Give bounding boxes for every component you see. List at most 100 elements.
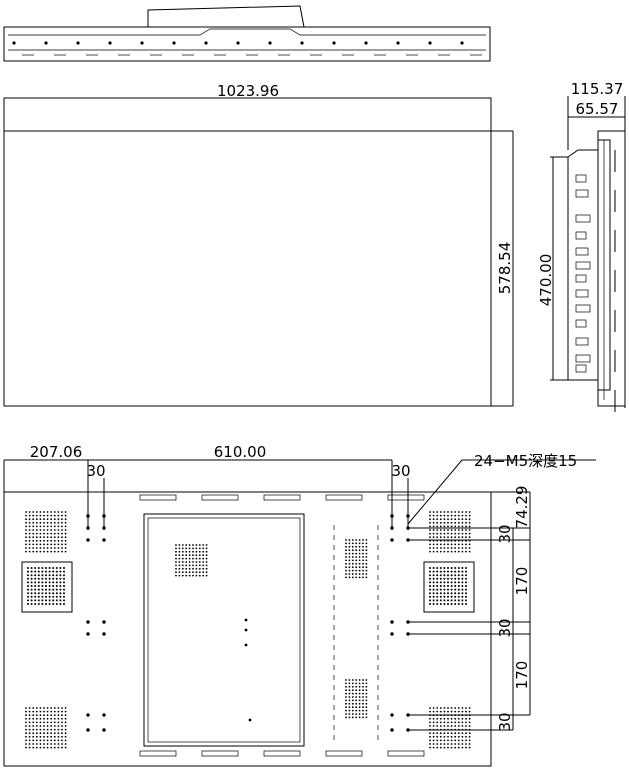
vent-hole bbox=[345, 569, 347, 572]
vent-hole bbox=[439, 735, 442, 738]
vent-hole bbox=[447, 518, 449, 521]
vent-hole bbox=[439, 532, 442, 535]
vent-hole bbox=[447, 599, 449, 602]
vent-hole bbox=[436, 746, 439, 749]
vent-hole bbox=[439, 570, 442, 573]
vent-hole bbox=[432, 529, 435, 531]
vent-hole bbox=[436, 532, 439, 535]
vent-hole bbox=[48, 574, 51, 577]
vent-hole bbox=[61, 728, 63, 731]
vent-hole bbox=[178, 561, 181, 563]
vent-hole bbox=[358, 552, 361, 555]
vent-hole bbox=[447, 529, 449, 531]
vent-hole bbox=[46, 529, 49, 531]
vent-hole bbox=[57, 743, 60, 745]
vent-hole bbox=[53, 514, 56, 517]
panel-screw bbox=[244, 628, 248, 632]
vent-hole bbox=[457, 585, 460, 587]
front-view: 1023.96 578.54 bbox=[3, 82, 514, 407]
vent-hole bbox=[61, 739, 63, 742]
vent-hole bbox=[175, 561, 177, 563]
vent-hole bbox=[181, 547, 184, 550]
front-height-label: 578.54 bbox=[496, 242, 514, 295]
vent-hole bbox=[450, 721, 453, 724]
vent-hole bbox=[439, 707, 442, 709]
vent-hole bbox=[450, 746, 453, 749]
vent-hole bbox=[461, 521, 464, 524]
vent-hole bbox=[39, 725, 42, 727]
vent-hole bbox=[64, 525, 67, 528]
rear-hole-spacing-label: 610.00 bbox=[214, 443, 267, 461]
vent-hole bbox=[465, 514, 467, 517]
vent-hole bbox=[178, 571, 181, 574]
vent-hole bbox=[355, 706, 358, 709]
vent-hole bbox=[439, 547, 442, 549]
vent-hole bbox=[57, 717, 60, 720]
vent-hole bbox=[348, 685, 351, 688]
vent-hole bbox=[57, 547, 60, 549]
vent-hole bbox=[50, 518, 53, 521]
vent-hole bbox=[432, 518, 435, 521]
vent-hole bbox=[362, 692, 364, 695]
panel-screw bbox=[244, 618, 248, 622]
connector-port bbox=[575, 319, 587, 328]
vent-hole bbox=[61, 710, 63, 713]
vent-hole bbox=[46, 521, 49, 524]
vent-hole bbox=[358, 542, 361, 545]
vent-hole bbox=[436, 725, 439, 727]
vent-hole bbox=[429, 525, 431, 528]
vent-hole bbox=[348, 696, 351, 698]
vent-hole bbox=[30, 581, 33, 584]
vent-hole bbox=[465, 588, 467, 591]
vent-hole bbox=[50, 746, 53, 749]
vent-hole bbox=[43, 539, 45, 542]
mount-hole bbox=[102, 526, 106, 530]
vent-hole bbox=[468, 739, 471, 742]
vent-hole bbox=[30, 603, 33, 605]
mount-hole bbox=[102, 632, 106, 636]
vent-hole bbox=[50, 707, 53, 709]
vent-hole bbox=[345, 713, 347, 715]
vent-hole bbox=[64, 707, 67, 709]
vent-hole bbox=[25, 746, 27, 749]
vent-hole bbox=[61, 539, 63, 542]
vent-hole bbox=[61, 725, 63, 727]
vent-hole bbox=[32, 710, 35, 713]
vent-hole bbox=[362, 559, 364, 562]
vent-hole bbox=[175, 567, 177, 570]
vent-hole bbox=[205, 544, 208, 546]
vent-hole bbox=[465, 746, 467, 749]
vent-hole bbox=[35, 547, 38, 549]
vent-hole bbox=[59, 585, 62, 587]
vent-hole bbox=[432, 577, 435, 580]
vent-hole bbox=[429, 567, 431, 569]
mount-hole bbox=[390, 538, 394, 542]
vent-hole bbox=[39, 529, 42, 531]
vent-hole bbox=[358, 682, 361, 685]
vent-hole bbox=[53, 739, 56, 742]
vent-hole bbox=[64, 514, 67, 517]
vent-hole bbox=[429, 514, 431, 517]
vent-hole bbox=[358, 559, 361, 562]
connector-port bbox=[575, 231, 587, 240]
mount-hole bbox=[406, 514, 410, 518]
vent-hole bbox=[443, 592, 446, 595]
vent-hole bbox=[348, 545, 351, 548]
vent-hole bbox=[461, 735, 464, 738]
vent-hole bbox=[64, 521, 67, 524]
vent-hole bbox=[25, 728, 27, 731]
vent-hole bbox=[429, 592, 431, 595]
vent-hole bbox=[365, 692, 368, 695]
vent-hole bbox=[461, 595, 464, 598]
vent-hole bbox=[447, 581, 449, 584]
vent-hole bbox=[443, 739, 446, 742]
vent-hole bbox=[457, 714, 460, 717]
vent-hole bbox=[46, 539, 49, 542]
vent-hole bbox=[362, 556, 364, 558]
vent-hole bbox=[50, 525, 53, 528]
vent-hole bbox=[43, 714, 45, 717]
vent-hole bbox=[465, 725, 467, 727]
fastener-dot bbox=[12, 41, 16, 45]
vent-hole bbox=[25, 743, 27, 745]
vent-hole bbox=[35, 536, 38, 539]
